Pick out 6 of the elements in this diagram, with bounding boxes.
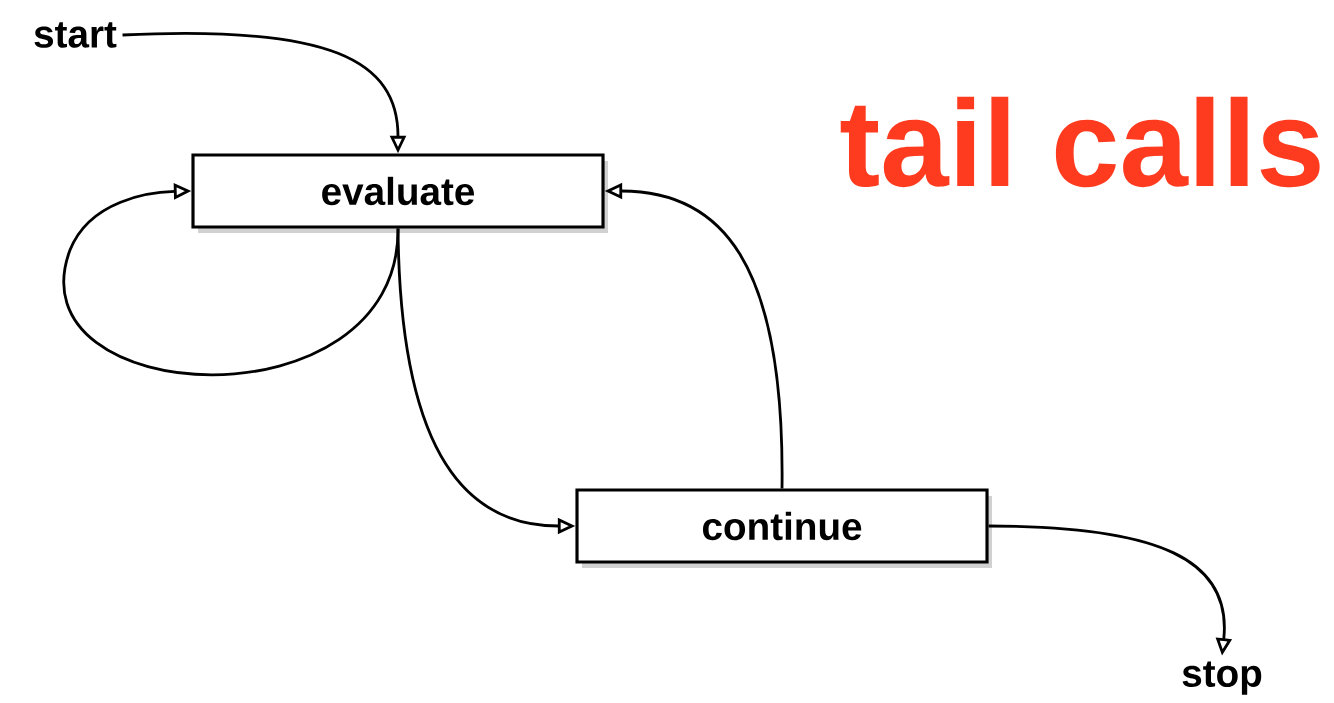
terminal-label: stop [1182, 661, 1262, 695]
terminal-label: start [34, 22, 117, 48]
process-box: evaluate [191, 153, 608, 233]
process-box: continue [575, 488, 992, 568]
title: tail calls [840, 96, 1320, 188]
arrow [62, 183, 400, 377]
